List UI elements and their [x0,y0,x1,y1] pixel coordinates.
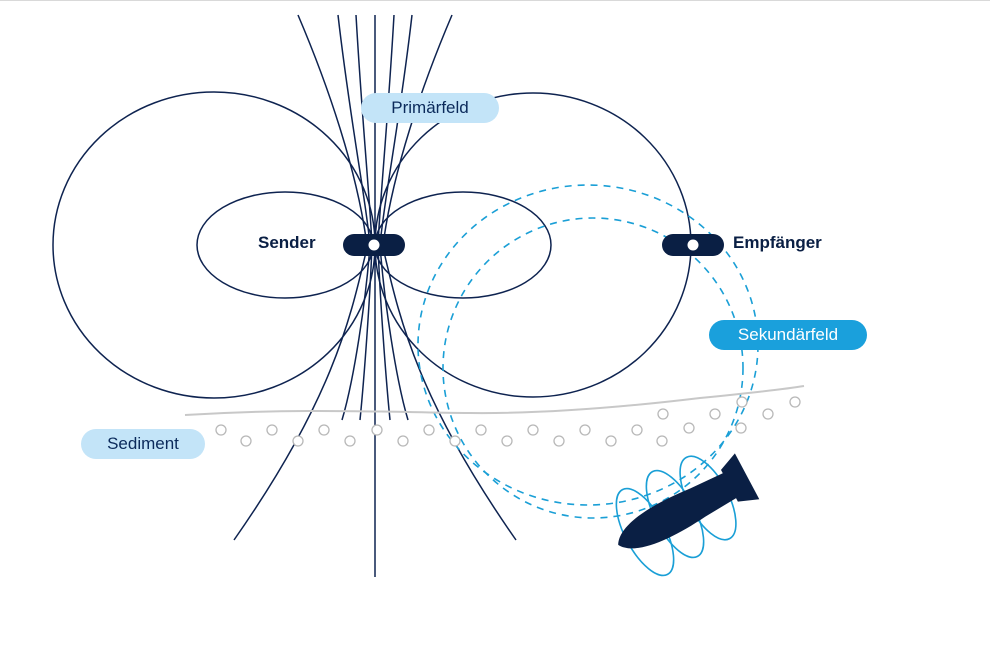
sediment-particle [501,435,513,447]
primary-line-bottom-left [233,251,367,541]
secondary-loop-outer [417,184,759,506]
sediment-particle [553,435,565,447]
object-body [618,472,738,549]
primary-line-l2 [355,14,373,421]
sediment-particle [449,435,461,447]
sediment-particle [657,408,669,420]
sediment-particles [215,396,801,447]
sediment-particle [423,424,435,436]
buried-object-icon [615,453,760,577]
sediment-particle [683,422,695,434]
sediment-particle [344,435,356,447]
secondary-loop-inner [442,217,744,519]
primary-line-bottom-right [383,251,517,541]
object-tail [720,453,760,502]
top-divider [0,0,990,1]
sediment-surface-line [184,385,805,416]
sediment-particle [397,435,409,447]
sediment-particle [215,424,227,436]
sediment-particle [475,424,487,436]
sediment-particle [709,408,721,420]
receiver-coil-icon [662,234,724,256]
sediment-particle [371,424,383,436]
sediment-particle [735,422,747,434]
primary-loop-right-outer [374,92,692,398]
sediment-particle [631,424,643,436]
primary-line-top-right [383,14,453,239]
primary-loop-left-outer [52,91,376,399]
sediment-particle [266,424,278,436]
primary-line-r2 [377,14,395,421]
sediment-particle [527,424,539,436]
receiver-label: Empfänger [733,233,822,252]
secondary-field-label: Sekundärfeld [709,320,867,350]
sediment-label: Sediment [81,429,205,459]
sediment-particle [656,435,668,447]
sender-coil-icon [343,234,405,256]
sediment-particle [318,424,330,436]
sediment-particle [292,435,304,447]
sediment-particle [579,424,591,436]
sediment-particle [762,408,774,420]
sender-label: Sender [258,233,316,252]
primary-line-top-left [297,14,367,239]
sediment-particle [736,396,748,408]
sediment-particle [605,435,617,447]
sediment-particle [240,435,252,447]
primary-field-label: Primärfeld [361,93,499,123]
sediment-particle [789,396,801,408]
